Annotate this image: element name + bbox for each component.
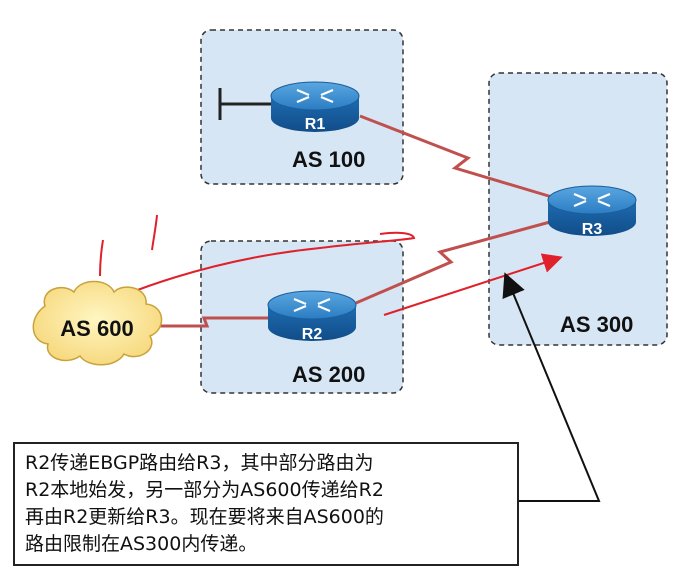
note-line-2: R2本地始发，另一部分为AS600传递给R2: [25, 479, 384, 501]
as600-label: AS 600: [60, 316, 133, 341]
router-arrows-icon: [296, 88, 334, 104]
note-line-1: R2传递EBGP路由给R3，其中部分路由为: [25, 452, 374, 474]
as200-label: AS 200: [292, 362, 365, 387]
serial-link-as600-r2: [160, 316, 270, 328]
serial-link-r1-r3: [359, 114, 553, 199]
r1-label: R1: [305, 116, 326, 133]
annotation-stroke-2: [151, 214, 158, 251]
note-line-4: 路由限制在AS300内传递。: [25, 533, 258, 555]
annotation-stroke-1: [99, 239, 104, 277]
router-r2: R2: [267, 290, 357, 343]
r2-label: R2: [302, 326, 323, 343]
router-arrows-icon: [293, 297, 331, 313]
annotation-arrow-r2-r3: [383, 253, 563, 316]
callout-arrow: [502, 272, 601, 502]
as600-cloud: AS 600: [32, 280, 163, 366]
note-line-3: 再由R2更新给R3。现在要将来自AS600的: [25, 506, 384, 528]
router-r1: R1: [270, 81, 360, 133]
callout-note: R2传递EBGP路由给R3，其中部分路由为 R2本地始发，另一部分为AS600传…: [13, 442, 519, 566]
r3-label: R3: [582, 221, 603, 238]
serial-link-r2-r3: [355, 220, 551, 305]
router-arrows-icon: [573, 192, 611, 208]
as300-label: AS 300: [560, 312, 633, 337]
as100-label: AS 100: [292, 147, 365, 172]
router-r3: R3: [547, 185, 637, 238]
